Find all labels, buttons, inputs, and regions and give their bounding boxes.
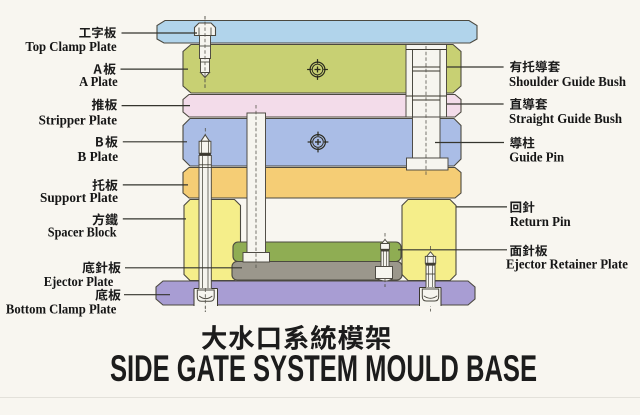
svg-text:Shoulder Guide Bush: Shoulder Guide Bush — [509, 74, 626, 89]
svg-text:Top Clamp Plate: Top Clamp Plate — [25, 39, 116, 54]
svg-text:A Plate: A Plate — [79, 74, 118, 89]
svg-text:Stripper Plate: Stripper Plate — [39, 112, 117, 127]
svg-text:Support Plate: Support Plate — [40, 190, 118, 205]
svg-text:Guide Pin: Guide Pin — [509, 150, 564, 165]
svg-text:Ejector Plate: Ejector Plate — [44, 274, 114, 289]
svg-text:Ejector Retainer Plate: Ejector Retainer Plate — [506, 256, 628, 271]
svg-text:Straight Guide Bush: Straight Guide Bush — [509, 111, 622, 126]
svg-text:Return Pin: Return Pin — [510, 214, 571, 229]
svg-text:SIDE GATE SYSTEM MOULD BASE: SIDE GATE SYSTEM MOULD BASE — [110, 348, 537, 389]
svg-text:Spacer Block: Spacer Block — [48, 224, 117, 239]
svg-text:Bottom Clamp Plate: Bottom Clamp Plate — [6, 302, 117, 317]
svg-text:B Plate: B Plate — [78, 149, 119, 164]
